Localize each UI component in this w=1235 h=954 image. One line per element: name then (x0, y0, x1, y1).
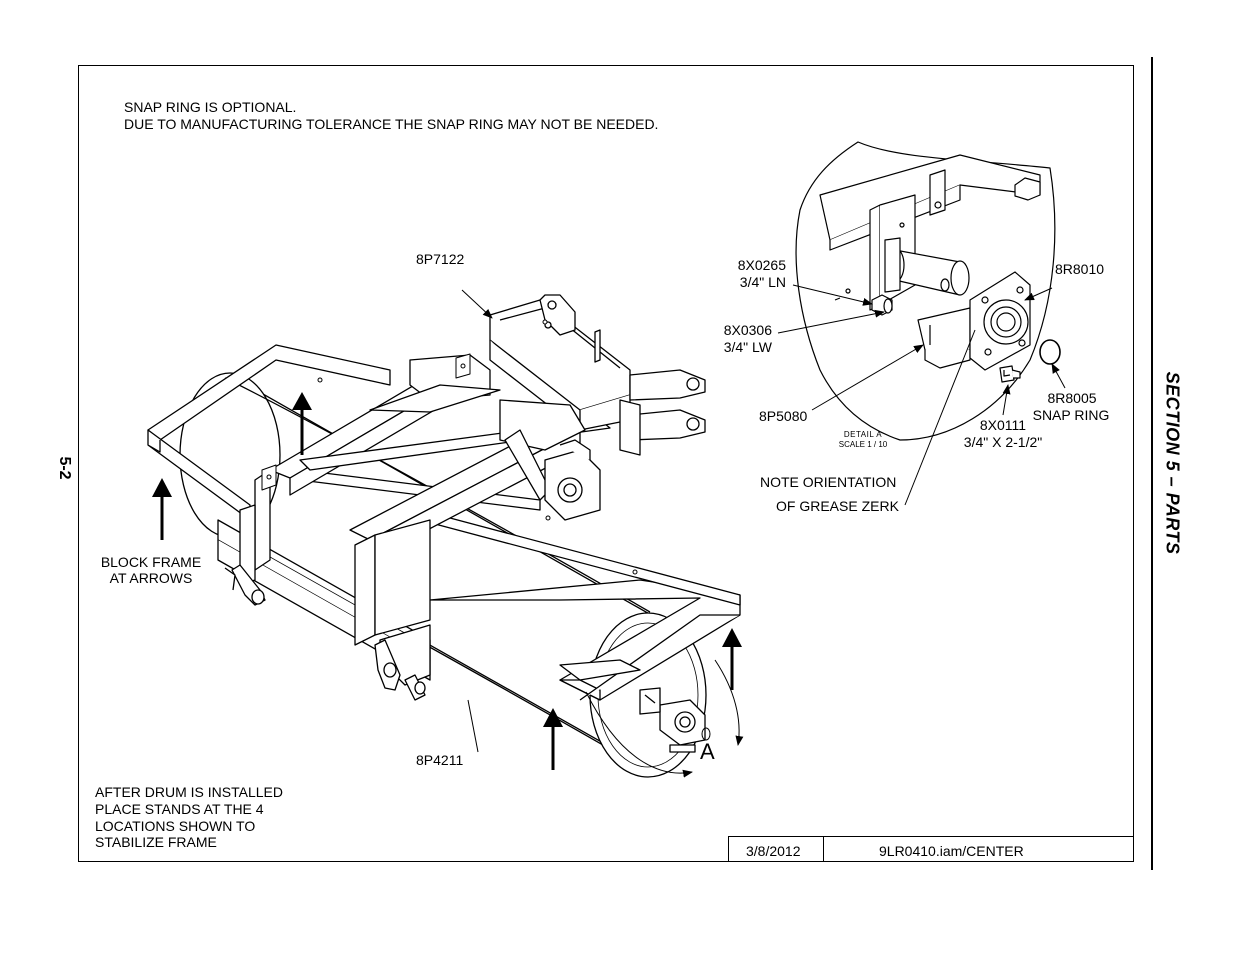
detail-a-sweep (585, 691, 693, 778)
detail-callout-letter: A (700, 739, 715, 764)
after-drum-note-line1: AFTER DRUM IS INSTALLED (95, 784, 283, 800)
detail-a-view (795, 141, 1061, 441)
leader-8p7122 (461, 289, 493, 319)
stand-hooks (224, 564, 426, 701)
part-8x0111-desc: 3/4" X 2-1/2" (963, 434, 1043, 450)
title-block: 3/8/2012 9LR0410.iam/CENTER (728, 836, 1134, 862)
detail-boundary (795, 141, 1056, 441)
part-8p7122-label: 8P7122 (416, 251, 465, 267)
part-8x0265-desc: 3/4" LN (739, 274, 786, 290)
detail-a-sweep-2 (714, 659, 744, 746)
block-arrows (152, 392, 742, 770)
detail-scale: SCALE 1 / 10 (838, 440, 888, 449)
title-block-divider (823, 837, 824, 862)
block-arrow-4 (543, 708, 563, 770)
detail-bracket-8p5080 (917, 307, 971, 369)
leader-8x0111 (1002, 384, 1011, 416)
leader-8p5080 (811, 344, 924, 411)
frame-right-rail (429, 579, 741, 701)
part-8p5080-label: 8P5080 (759, 408, 808, 424)
frame-fasteners (261, 319, 638, 575)
block-arrow-3 (722, 628, 742, 690)
detail-a-ring (701, 727, 711, 741)
part-8r8005-number: 8R8005 (1047, 390, 1097, 406)
main-leaders (461, 289, 744, 778)
drawing-border (78, 65, 1134, 862)
frame-left-rail (147, 344, 391, 521)
snap-ring-note-line2: DUE TO MANUFACTURING TOLERANCE THE SNAP … (124, 116, 659, 132)
after-drum-note-line3: LOCATIONS SHOWN TO (95, 818, 256, 834)
detail-shaft (884, 237, 970, 296)
block-frame-note-line1: BLOCK FRAME (100, 554, 202, 570)
leader-8x0306 (777, 309, 885, 334)
block-arrow-2 (152, 478, 172, 540)
leader-8p4211 (467, 699, 479, 753)
part-8r8010-label: 8R8010 (1055, 261, 1105, 277)
detail-leaders (777, 284, 1066, 506)
leader-8r8010 (1024, 287, 1053, 301)
after-drum-note-line2: PLACE STANDS AT THE 4 (95, 801, 264, 817)
part-8r8005-desc: SNAP RING (1032, 407, 1110, 423)
part-8x0265-number: 8X0265 (737, 257, 786, 273)
part-8x0111-number: 8X0111 (979, 417, 1027, 433)
detail-bolt-8x0111 (999, 365, 1021, 383)
hitch-mast-8p7122 (369, 294, 706, 501)
grease-note-line2: OF GREASE ZERK (776, 498, 899, 514)
leader-8r8005 (1051, 363, 1066, 389)
leader-grease-zerk (904, 329, 976, 506)
block-arrow-1 (292, 392, 312, 455)
title-block-file: 9LR0410.iam/CENTER (879, 843, 1024, 859)
detail-bearing-8r8010 (969, 271, 1031, 371)
leader-8x0265 (792, 284, 873, 306)
part-8x0306-desc: 3/4" LW (723, 339, 772, 355)
main-bearing-lower (639, 687, 706, 753)
after-drum-note-line4: STABILIZE FRAME (95, 834, 217, 850)
part-8p4211-label: 8P4211 (416, 752, 464, 768)
block-frame-note-line2: AT ARROWS (109, 570, 193, 586)
page-margin-rule (1151, 57, 1153, 870)
part-8x0306-number: 8X0306 (723, 322, 772, 338)
grease-note-line1: NOTE ORIENTATION (760, 474, 897, 490)
snap-ring-note-line1: SNAP RING IS OPTIONAL. (124, 99, 297, 115)
detail-label: DETAIL A (843, 430, 883, 439)
roller-frame-assembly (147, 294, 741, 778)
title-block-date: 3/8/2012 (746, 843, 801, 859)
main-bearing-upper (544, 439, 601, 521)
detail-snap-ring (1039, 339, 1061, 365)
